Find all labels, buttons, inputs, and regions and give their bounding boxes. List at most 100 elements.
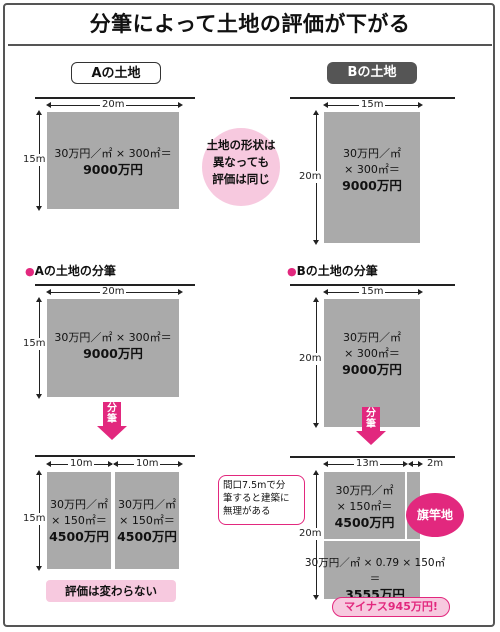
plot-b-mid-formula-2: × 300㎡＝ xyxy=(344,347,400,360)
dim-a-bottom-height: 15m xyxy=(21,513,48,525)
arrow-up-icon xyxy=(36,110,42,115)
flag-lot-badge: 旗竿地 xyxy=(406,493,464,537)
plot-b-flag xyxy=(324,541,420,599)
arrow-left-icon xyxy=(323,461,328,467)
plot-a-mid-formula: 30万円／㎡ × 300㎡＝ xyxy=(54,331,172,344)
arrow-up-icon xyxy=(313,470,319,475)
split-arrow-a-label: 分筆 xyxy=(107,403,117,425)
arrow-right-icon xyxy=(403,461,408,467)
page-title: 分筆によって土地の評価が下がる xyxy=(89,12,411,36)
arrow-right-icon xyxy=(418,102,423,108)
road-b-bottom xyxy=(290,456,455,458)
arrow-right-icon xyxy=(108,461,113,467)
note-circle-text: 土地の形状は 異なっても 評価は同じ xyxy=(196,137,286,188)
plot-b-value: 30万円／㎡ × 300㎡＝ 9000万円 xyxy=(324,146,420,194)
note-circle xyxy=(202,128,280,206)
dim-a-height: 15m xyxy=(21,154,48,166)
arrow-left-icon xyxy=(46,102,51,108)
plot-b-front-value: 30万円／㎡ × 150㎡＝ 4500万円 xyxy=(334,484,395,530)
arrow-left-icon xyxy=(113,461,118,467)
plot-a-mid-value: 30万円／㎡ × 300㎡＝ 9000万円 xyxy=(47,330,179,362)
note-line-2: 異なっても xyxy=(212,155,270,169)
arrow-left-icon xyxy=(323,289,328,295)
dim-a-width: 20m xyxy=(100,99,127,111)
road-a-bottom xyxy=(35,455,195,457)
dim-a-right-width: 10m xyxy=(134,458,161,470)
section-b-split-label: Bの土地の分筆 xyxy=(296,264,378,278)
arrow-right-icon xyxy=(418,289,423,295)
arrow-up-icon xyxy=(313,110,319,115)
arrow-down-icon xyxy=(313,595,319,600)
note-line-3: 評価は同じ xyxy=(212,172,270,186)
plot-a-right xyxy=(115,472,179,569)
minus-value-badge: マイナス945万円! xyxy=(332,597,450,617)
arrow-right-icon xyxy=(418,461,423,467)
dim-b-mid-width: 15m xyxy=(359,286,386,298)
dim-b-mid-height: 20m xyxy=(297,353,324,365)
plot-b-result: 9000万円 xyxy=(342,178,402,193)
plot-b-mid-value: 30万円／㎡ × 300㎡＝ 9000万円 xyxy=(324,330,420,378)
plot-b-mid xyxy=(324,299,420,427)
split-arrow-b: 分筆 xyxy=(356,407,386,447)
plot-a-right-value: 30万円／㎡ × 150㎡＝ 4500万円 xyxy=(117,498,177,544)
section-a-split-label: Aの土地の分筆 xyxy=(34,264,116,278)
dim-a-mid-width: 20m xyxy=(100,286,127,298)
dim-a-left-width: 10m xyxy=(68,458,95,470)
label-land-a: Aの土地 xyxy=(71,62,161,84)
road-a-mid xyxy=(35,284,195,286)
dim-a-mid-height: 15m xyxy=(21,338,48,350)
road-b-top xyxy=(290,97,455,99)
frontage-callout: 間口7.5mで分 筆すると建築に 無理がある xyxy=(218,475,305,525)
conclusion-a: 評価は変わらない xyxy=(46,580,176,602)
split-arrow-a: 分筆 xyxy=(97,402,127,442)
plot-b-flag-value: 30万円／㎡ × 0.79 × 150㎡＝ 3555万円 xyxy=(304,557,446,602)
arrow-down-icon xyxy=(36,566,42,571)
plot-a-left-value: 30万円／㎡ × 150㎡＝ 4500万円 xyxy=(49,498,109,544)
arrow-down-icon xyxy=(36,206,42,211)
arrow-right-icon xyxy=(178,461,183,467)
dim-line-b-2-width xyxy=(409,464,421,465)
outer-frame xyxy=(3,3,495,627)
section-a-split: ●Aの土地の分筆 xyxy=(25,262,116,279)
road-a-top xyxy=(35,97,195,99)
dim-b-2-width: 2m xyxy=(425,458,446,470)
dim-b-bottom-height: 20m xyxy=(297,528,324,540)
arrow-left-icon xyxy=(408,461,413,467)
arrow-up-icon xyxy=(36,297,42,302)
plot-b-formula-2: × 300㎡＝ xyxy=(344,163,400,176)
plot-a xyxy=(47,112,179,209)
bullet-icon: ● xyxy=(25,265,35,278)
road-b-mid xyxy=(290,284,455,286)
plot-a-formula: 30万円／㎡ × 300㎡＝ xyxy=(54,147,172,160)
arrow-up-icon xyxy=(36,470,42,475)
title-divider xyxy=(8,44,492,46)
arrow-down-icon xyxy=(313,240,319,245)
plot-a-result: 9000万円 xyxy=(83,162,143,177)
note-line-1: 土地の形状は xyxy=(206,138,276,152)
dim-b-13-width: 13m xyxy=(354,458,381,470)
arrow-up-icon xyxy=(313,297,319,302)
plot-a-mid-result: 9000万円 xyxy=(83,346,143,361)
plot-b-front xyxy=(324,472,405,539)
dim-b-height: 20m xyxy=(297,171,324,183)
dim-b-width: 15m xyxy=(359,99,386,111)
plot-b-mid-formula-1: 30万円／㎡ xyxy=(343,331,401,344)
arrow-right-icon xyxy=(178,102,183,108)
plot-b-formula-1: 30万円／㎡ xyxy=(343,147,401,160)
plot-a-mid xyxy=(47,299,179,397)
section-b-split: ●Bの土地の分筆 xyxy=(287,262,378,279)
arrow-right-icon xyxy=(178,289,183,295)
arrow-left-icon xyxy=(323,102,328,108)
arrow-left-icon xyxy=(46,461,51,467)
split-arrow-b-label: 分筆 xyxy=(366,408,376,430)
plot-b xyxy=(324,112,420,243)
plot-a-value: 30万円／㎡ × 300㎡＝ 9000万円 xyxy=(47,146,179,178)
bullet-icon: ● xyxy=(287,265,297,278)
plot-b-mid-result: 9000万円 xyxy=(342,362,402,377)
arrow-left-icon xyxy=(46,289,51,295)
arrow-down-icon xyxy=(36,394,42,399)
plot-a-left xyxy=(47,472,111,569)
label-land-b: Bの土地 xyxy=(327,62,417,84)
arrow-down-icon xyxy=(313,423,319,428)
